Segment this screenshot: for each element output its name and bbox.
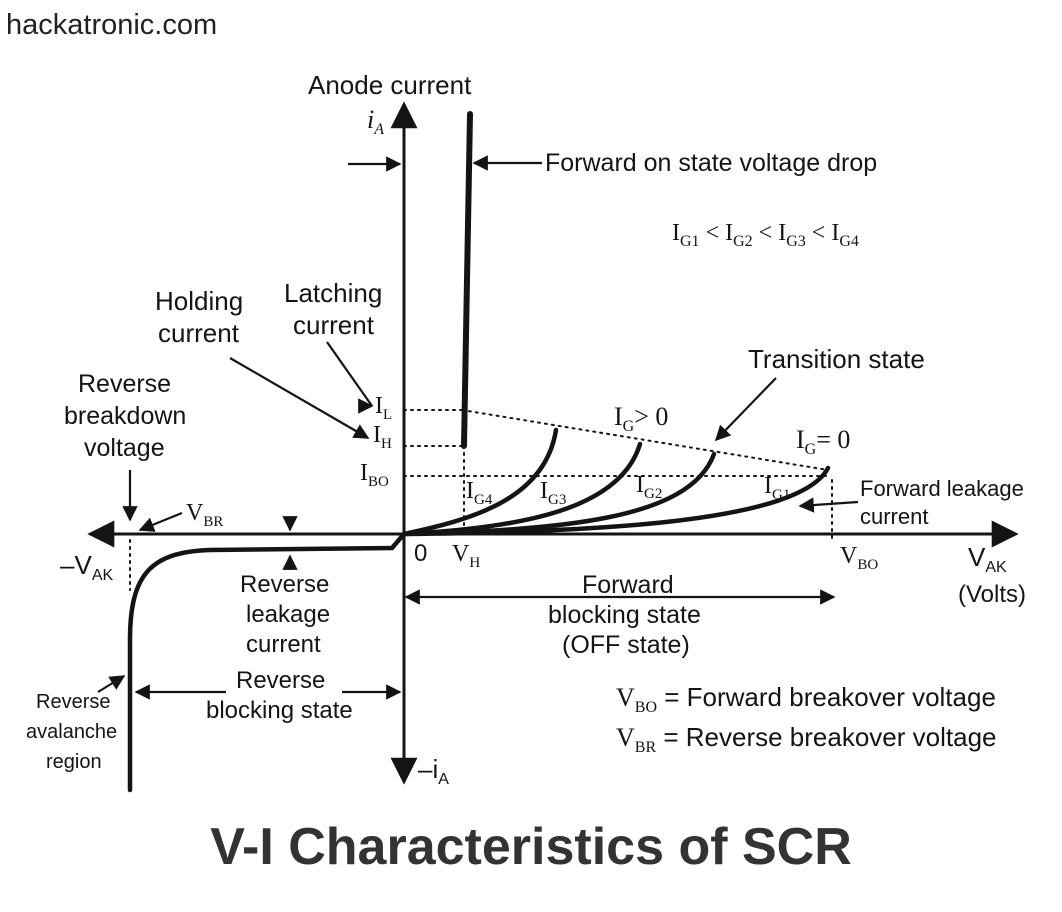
rev-leak-label-3: current [246, 631, 321, 658]
rev-block-label-1: Reverse [236, 667, 325, 694]
fwd-block-label-3: (OFF state) [562, 631, 690, 659]
watermark-text: hackatronic.com [6, 9, 217, 41]
label-ig3: IG3 [540, 478, 566, 508]
vbr-label: VBR [186, 500, 223, 530]
rev-aval-label-2: avalanche [26, 721, 117, 743]
x-axis-pos-label: VAK [968, 542, 1007, 576]
ig-eq-0-label: IG= 0 [796, 425, 850, 458]
fwd-leak-label-2: current [860, 504, 928, 529]
curve-ig1 [401, 465, 831, 537]
transition-label: Transition state [748, 344, 925, 374]
transition-arrow [714, 377, 777, 442]
latching-label-1: Latching [284, 278, 382, 308]
rev-block-label-2: blocking state [206, 697, 353, 724]
label-ig2: IG2 [636, 472, 662, 502]
holding-arrow [229, 357, 370, 439]
rev-leak-label-2: leakage [246, 601, 330, 628]
vbr-arrow [138, 511, 183, 532]
latching-arrow-line [326, 341, 373, 407]
holding-label-2: current [158, 318, 240, 348]
ih-label: IH [373, 422, 392, 452]
il-label: IL [375, 393, 392, 423]
label-ig1: IG1 [764, 473, 790, 503]
legend-vbr: VBR = Reverse breakover voltage [616, 722, 996, 756]
rev-bd-label-3: voltage [84, 434, 165, 462]
gate-relation: IG1 < IG2 < IG3 < IG4 [672, 220, 859, 250]
y-axis-neg-label: –iA [418, 754, 449, 788]
forward-on-label: Forward on state voltage drop [545, 149, 877, 177]
rev-aval-label-1: Reverse [36, 691, 110, 713]
reverse-curve [127, 531, 407, 793]
rev-bd-label-2: breakdown [64, 402, 186, 430]
ig-gt-0-label: IG> 0 [614, 402, 668, 435]
fwd-block-label-2: blocking state [548, 601, 701, 629]
vbo-label: VBO [840, 543, 878, 573]
on-state-line [461, 111, 473, 449]
x-axis-neg-label: –VAK [60, 550, 113, 584]
rev-aval-label-3: region [46, 751, 102, 773]
curve-ig4 [401, 427, 559, 537]
ibo-label: IBO [360, 460, 389, 490]
rev-aval-arrow [97, 675, 126, 693]
legend-vbo: VBO = Forward breakover voltage [616, 682, 996, 716]
holding-label-1: Holding [155, 286, 243, 316]
fwd-block-label-1: Forward [582, 571, 674, 599]
y-axis-pos-label: iA [367, 105, 384, 138]
latching-label-2: current [293, 310, 375, 340]
fwd-leak-label-1: Forward leakage [860, 476, 1024, 501]
label-ig4: IG4 [466, 478, 493, 508]
rev-leak-label-1: Reverse [240, 571, 329, 598]
transition-dotted [461, 409, 829, 471]
y-axis-title: Anode current [308, 70, 472, 100]
fwd-leak-arrow [798, 497, 859, 513]
origin-label: 0 [414, 540, 427, 567]
rev-bd-label-1: Reverse [78, 370, 171, 398]
vh-label: VH [452, 541, 480, 571]
x-axis-unit: (Volts) [958, 581, 1026, 608]
diagram-caption: V-I Characteristics of SCR [210, 818, 852, 876]
